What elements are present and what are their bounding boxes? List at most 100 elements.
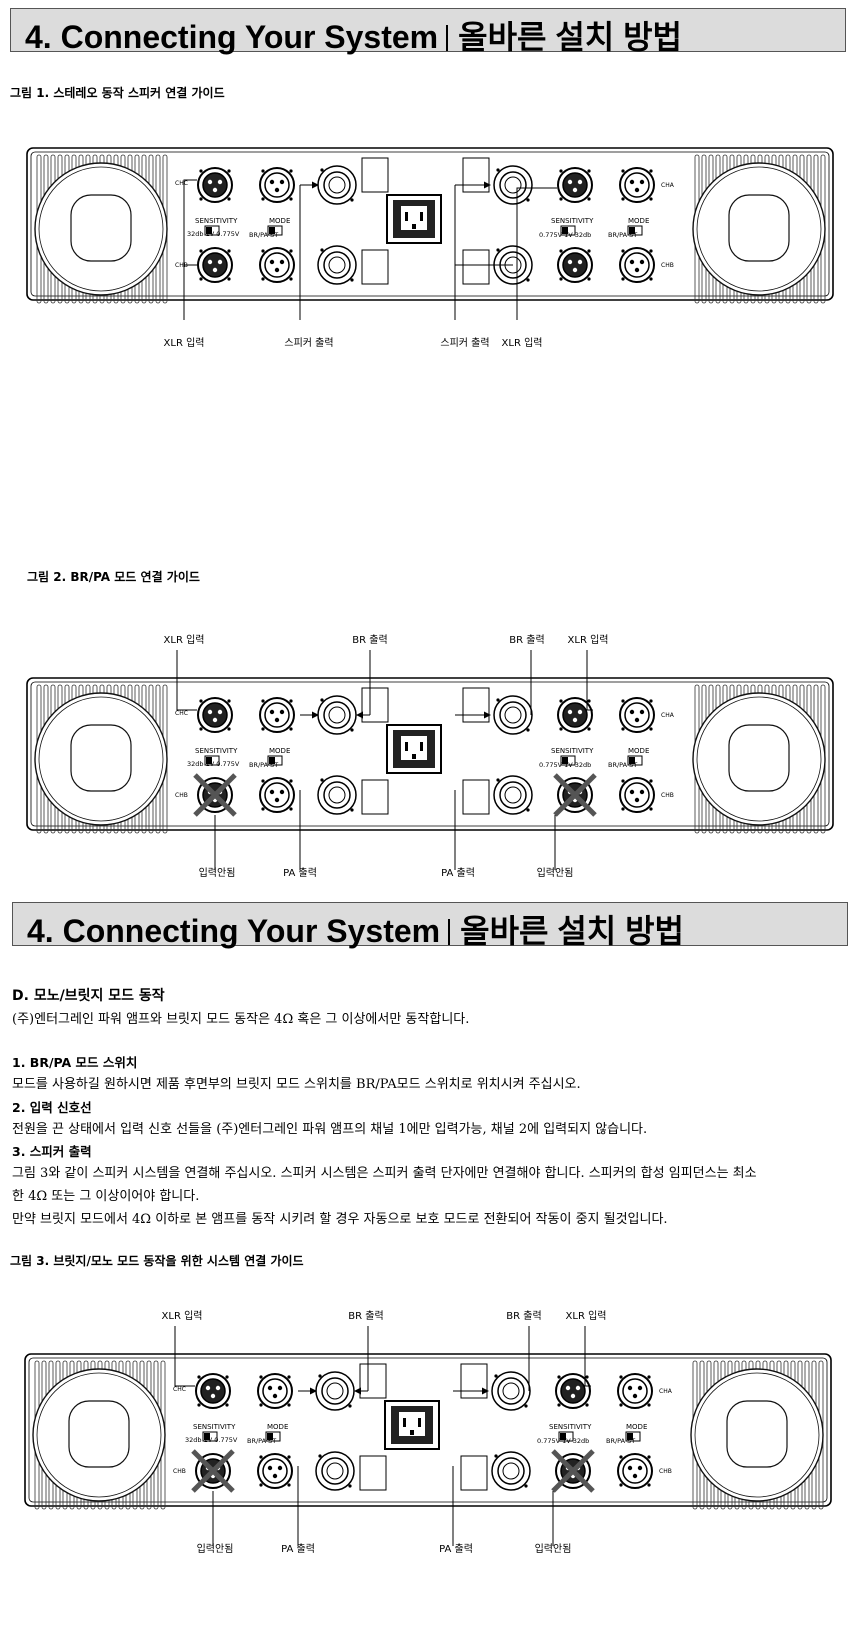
- power-pin: [420, 742, 423, 751]
- arrow-link-left-head: [310, 1387, 317, 1395]
- label-plate-bottom-left: [361, 779, 389, 815]
- label-sensitivity-right: SENSITIVITY: [549, 1423, 592, 1431]
- xlr-link-b-right-pin: [634, 267, 640, 273]
- label-chb-right: CHB: [659, 1468, 672, 1475]
- xlr-chb-right-screw: [559, 249, 563, 253]
- xlr-link-a-right-screw: [621, 727, 625, 731]
- xlr-cha-right-screw: [587, 699, 591, 703]
- xlr-chb-right-cross: [551, 1449, 595, 1493]
- xlr-cha-left-pin: [212, 187, 218, 193]
- label-chc: CHC: [175, 710, 188, 717]
- xlr-link-a-right-screw: [647, 1375, 651, 1379]
- xlr-cha-left-screw: [197, 1403, 201, 1407]
- power-pin: [405, 212, 408, 221]
- chassis-inner: [30, 151, 830, 297]
- label-chb-right: CHB: [661, 262, 674, 269]
- speakon-b-right-screw: [496, 778, 500, 782]
- xlr-link-a-right-screw: [649, 197, 653, 201]
- speakon-a-left-core: [328, 706, 346, 724]
- xlr-cha-right-screw: [559, 727, 563, 731]
- fig3-label-xlr-left: XLR 입력: [161, 1311, 203, 1322]
- xlr-cha-right-screw: [559, 169, 563, 173]
- xlr-link-a-right-pin: [629, 709, 635, 715]
- xlr-cha-right-pin: [572, 187, 578, 193]
- right-fan-ring-inner: [696, 696, 822, 822]
- xlr-link-b-right-screw: [619, 1483, 623, 1487]
- left-fan-ring-inner: [38, 696, 164, 822]
- speakon-a-right-screw: [526, 728, 530, 732]
- xlr-link-b-right-screw: [649, 807, 653, 811]
- xlr-chb-left-cross: [191, 1449, 235, 1493]
- right-fan-ring-inner: [696, 166, 822, 292]
- mode-switch-left-knob: [267, 1433, 273, 1440]
- xlr-cha-left-pin: [217, 179, 223, 185]
- xlr-cha-left-pin: [212, 717, 218, 723]
- xlr-link-a-left-screw: [261, 169, 265, 173]
- arrow-br-left-head: [356, 711, 363, 719]
- label-mode-values-right: BR/PA ST: [608, 231, 637, 239]
- xlr-cha-right-screw: [587, 197, 591, 201]
- xlr-link-b-left-pin: [277, 1465, 283, 1471]
- xlr-cha-left-pin: [207, 179, 213, 185]
- fig2-label-xlr-left: XLR 입력: [163, 635, 205, 646]
- xlr-link-b-left-body: [264, 782, 290, 808]
- xlr-chb-left-pin: [217, 259, 223, 265]
- xlr-cha-left-body: [202, 702, 228, 728]
- speakon-b-right-screw: [496, 248, 500, 252]
- xlr-link-a-right-screw: [649, 699, 653, 703]
- xlr-link-a-right-screw: [647, 1403, 651, 1407]
- xlr-link-b-left-pin: [279, 259, 285, 265]
- label-plate-bottom-left: [361, 249, 389, 285]
- item1-title: 1. BR/PA 모드 스위치: [12, 1055, 138, 1070]
- xlr-cha-left-screw: [225, 1403, 229, 1407]
- label-chb-left: CHB: [175, 792, 188, 799]
- label-sens-values-right: 0.775V 1V 32db: [537, 1437, 589, 1445]
- speakon-b-left-screw: [320, 248, 324, 252]
- xlr-link-a-left-screw: [259, 1403, 263, 1407]
- xlr-cha-left-pin: [207, 709, 213, 715]
- xlr-link-a-right-pin: [639, 179, 645, 185]
- speakon-b-right-screw: [524, 1484, 528, 1488]
- xlr-link-a-left-screw: [287, 1375, 291, 1379]
- speakon-b-left-core: [326, 1462, 344, 1480]
- leader-xlr-right: [586, 650, 593, 711]
- xlr-link-b-right-pin: [629, 789, 635, 795]
- xlr-cha-left-pin: [210, 1393, 216, 1399]
- xlr-cha-left-screw: [225, 1375, 229, 1379]
- xlr-link-b-left-body: [264, 252, 290, 278]
- xlr-link-b-right-screw: [621, 807, 625, 811]
- header2-title-en: 4. Connecting Your System: [27, 913, 441, 949]
- label-mode-right: MODE: [628, 217, 649, 225]
- xlr-link-a-left-body: [264, 702, 290, 728]
- left-fan-hub: [70, 724, 132, 792]
- xlr-link-b-right-screw: [649, 249, 653, 253]
- xlr-cha-right-pin: [577, 179, 583, 185]
- arrow-spk-left-a-head: [312, 181, 319, 189]
- leader-xlr-left: [174, 1326, 195, 1387]
- xlr-link-b-left-screw: [289, 807, 293, 811]
- item3-title: 3. 스피커 출력: [12, 1144, 92, 1159]
- label-plate-bottom-right: [462, 249, 490, 285]
- left-fan-hub: [68, 1400, 130, 1468]
- xlr-chb-right-pin: [572, 267, 578, 273]
- item3-text-2: 한 4Ω 또는 그 이상이어야 합니다.: [12, 1189, 200, 1204]
- xlr-link-b-right-body: [624, 782, 650, 808]
- xlr-link-a-left-screw: [259, 1375, 263, 1379]
- left-fan-ring-inner: [36, 1372, 162, 1498]
- xlr-chb-right-screw: [559, 277, 563, 281]
- xlr-link-a-right-screw: [619, 1375, 623, 1379]
- xlr-link-a-right-screw: [621, 197, 625, 201]
- arrow-br-right-head: [482, 1387, 489, 1395]
- xlr-link-a-left-screw: [289, 169, 293, 173]
- label-sens-values-right: 0.775V 1V 32db: [539, 231, 591, 239]
- xlr-link-a-right-screw: [621, 169, 625, 173]
- xlr-chb-left-pin: [212, 267, 218, 273]
- label-chc: CHC: [173, 1386, 186, 1393]
- speakon-b-left-core: [328, 256, 346, 274]
- arrow-link-left-head: [312, 711, 319, 719]
